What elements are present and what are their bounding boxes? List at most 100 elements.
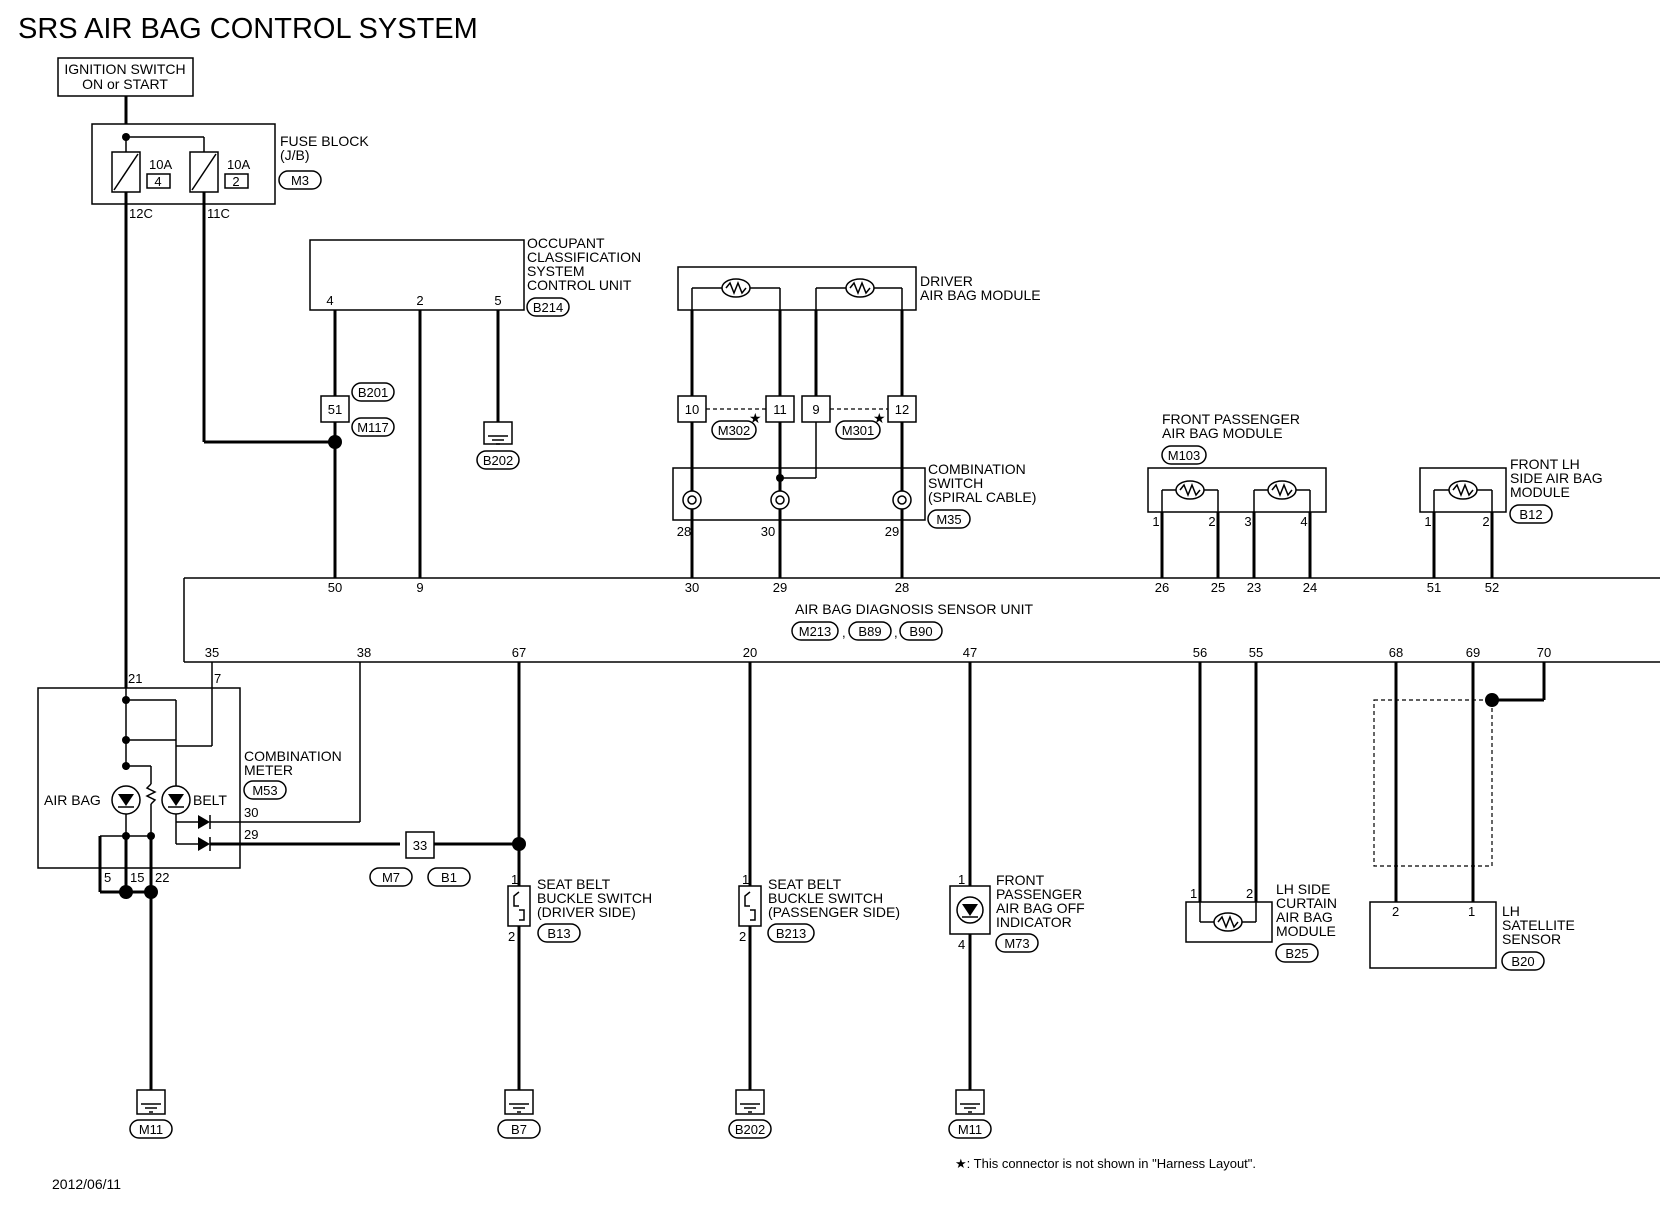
connector-badge bbox=[948, 1119, 992, 1139]
pin-label: 35 bbox=[205, 645, 219, 660]
indicator-label: AIR BAG OFF bbox=[996, 900, 1085, 916]
fuse-a-rating: 10A bbox=[149, 157, 172, 172]
seat-driver-connector: B13 bbox=[547, 926, 570, 941]
connector-badge bbox=[1275, 943, 1319, 963]
combination-meter bbox=[37, 687, 241, 869]
diode-icon bbox=[198, 837, 210, 851]
seat-pass-connector: B213 bbox=[776, 926, 806, 941]
pin-label: 9 bbox=[416, 580, 423, 595]
fuse-block: 10A 4 10A 2 bbox=[91, 123, 276, 205]
connector-badge bbox=[278, 170, 322, 190]
connector-badge bbox=[767, 923, 815, 943]
pin-label: 20 bbox=[743, 645, 757, 660]
connector-badge bbox=[848, 621, 892, 641]
front-passenger-airbag-module bbox=[1147, 467, 1327, 513]
spiral-icon bbox=[770, 490, 790, 510]
fuse-block-sublabel: (J/B) bbox=[280, 147, 310, 163]
front-pass-connector: M103 bbox=[1168, 448, 1201, 463]
pin-label: 5 bbox=[104, 870, 111, 885]
spiral-label: (SPIRAL CABLE) bbox=[928, 489, 1036, 505]
inline-pin-11: 11 bbox=[773, 402, 787, 417]
ground-icon bbox=[735, 1089, 765, 1115]
front-lh-label: SIDE AIR BAG bbox=[1510, 470, 1603, 486]
fuse-block-label: FUSE BLOCK bbox=[280, 133, 369, 149]
pin-label: 1 bbox=[1152, 514, 1159, 529]
fuse-a-number: 4 bbox=[154, 174, 161, 189]
ground-b7-label: B7 bbox=[511, 1122, 527, 1137]
lh-side-curtain-airbag-module bbox=[1185, 901, 1273, 943]
diagram-title: SRS AIR BAG CONTROL SYSTEM bbox=[18, 13, 478, 45]
sensor-connector-1: M213 bbox=[799, 624, 832, 639]
occupant-label: CONTROL UNIT bbox=[527, 277, 632, 293]
connector-badge bbox=[369, 867, 413, 887]
lh-curtain-label: LH SIDE bbox=[1276, 881, 1330, 897]
occupant-connector: B214 bbox=[533, 300, 563, 315]
seat-pass-label: BUCKLE SWITCH bbox=[768, 890, 883, 906]
front-lh-label: FRONT LH bbox=[1510, 456, 1580, 472]
seat-pass-label: (PASSENGER SIDE) bbox=[768, 904, 900, 920]
lh-satellite-label: SENSOR bbox=[1502, 931, 1561, 947]
lh-satellite-sensor bbox=[1369, 901, 1497, 969]
inline-pin-10: 10 bbox=[685, 402, 699, 417]
indicator-connector: M73 bbox=[1004, 936, 1029, 951]
spiral-connector: M35 bbox=[936, 512, 961, 527]
fuse-b-rating: 10A bbox=[227, 157, 250, 172]
resistor-icon bbox=[145, 783, 157, 805]
connector-badge bbox=[497, 1119, 541, 1139]
connector-badge bbox=[476, 450, 520, 470]
seat-belt-passenger-switch bbox=[738, 885, 762, 927]
connector-badge bbox=[351, 417, 395, 437]
pin-label: 7 bbox=[214, 671, 221, 686]
pin-label: 28 bbox=[895, 580, 909, 595]
fuse-b-number: 2 bbox=[232, 174, 239, 189]
front-lh-side-airbag-module bbox=[1419, 467, 1507, 513]
ground-m11b-label: M11 bbox=[958, 1122, 982, 1137]
pin-label: 2 bbox=[1482, 514, 1489, 529]
pin-label: 25 bbox=[1211, 580, 1225, 595]
indicator-label: INDICATOR bbox=[996, 914, 1072, 930]
joint-33-pin: 33 bbox=[413, 838, 427, 853]
indicator-label: PASSENGER bbox=[996, 886, 1082, 902]
pin-label: 67 bbox=[512, 645, 526, 660]
connector-badge bbox=[899, 621, 943, 641]
pin-label: 29 bbox=[244, 827, 258, 842]
spiral-icon bbox=[682, 490, 702, 510]
occupant-label: OCCUPANT bbox=[527, 235, 605, 251]
pin-label: 69 bbox=[1466, 645, 1480, 660]
seat-driver-label: BUCKLE SWITCH bbox=[537, 890, 652, 906]
pin-label: 51 bbox=[1427, 580, 1441, 595]
sensor-unit-label: AIR BAG DIAGNOSIS SENSOR UNIT bbox=[795, 601, 1033, 617]
connector-badge bbox=[129, 1119, 173, 1139]
pin-label: 29 bbox=[885, 524, 899, 539]
joint-33 bbox=[405, 831, 435, 859]
pin-label: 68 bbox=[1389, 645, 1403, 660]
pin-label: 29 bbox=[773, 580, 787, 595]
lh-curtain-label: MODULE bbox=[1276, 923, 1336, 939]
shield-outline bbox=[1373, 699, 1493, 867]
inline-conn-a: M302 bbox=[718, 423, 751, 438]
pin-label: 2 bbox=[739, 929, 746, 944]
pin-label: 56 bbox=[1193, 645, 1207, 660]
joint-33-conn-a: M7 bbox=[382, 870, 400, 885]
indicator-label: FRONT bbox=[996, 872, 1045, 888]
comb-meter-connector: M53 bbox=[252, 783, 277, 798]
separator: , bbox=[894, 625, 898, 640]
pin-label: 38 bbox=[357, 645, 371, 660]
sensor-connector-2: B89 bbox=[858, 624, 881, 639]
comb-meter-label: COMBINATION bbox=[244, 748, 342, 764]
lh-curtain-connector: B25 bbox=[1285, 946, 1308, 961]
ground-icon bbox=[483, 421, 513, 445]
fuse-block-connector: M3 bbox=[291, 173, 309, 188]
ground-b202-label: B202 bbox=[735, 1122, 765, 1137]
connector-badge bbox=[1161, 445, 1207, 465]
connector-badge bbox=[995, 933, 1039, 953]
occupant-label: SYSTEM bbox=[527, 263, 585, 279]
combination-switch-spiral-cable bbox=[672, 467, 926, 521]
ignition-label-2: ON or START bbox=[82, 76, 168, 92]
driver-module-label: DRIVER bbox=[920, 273, 973, 289]
pin-label: 3 bbox=[1244, 514, 1251, 529]
pin-label: 2 bbox=[416, 293, 423, 308]
pin-label: 1 bbox=[1424, 514, 1431, 529]
joint-33-conn-b: B1 bbox=[441, 870, 457, 885]
inline-connectors bbox=[677, 395, 917, 423]
